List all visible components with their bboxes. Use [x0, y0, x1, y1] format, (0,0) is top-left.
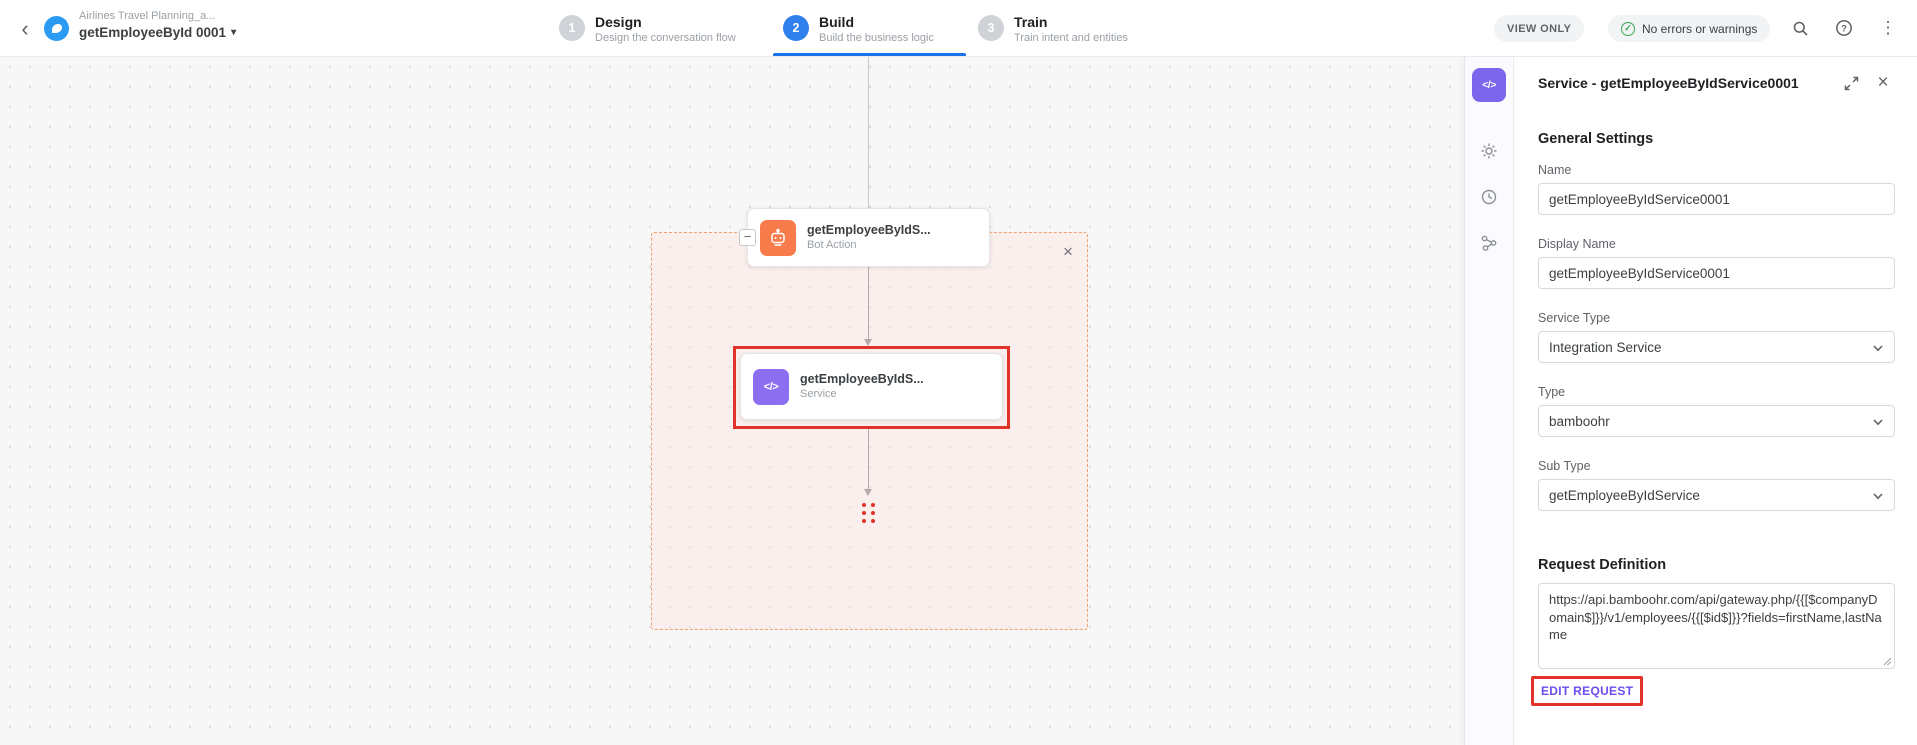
service-type-value: Integration Service — [1549, 339, 1662, 355]
gear-icon[interactable] — [1478, 140, 1500, 162]
service-code-icon: </> — [753, 368, 789, 405]
task-name: getEmployeeById 0001 — [79, 25, 227, 40]
check-icon: ✓ — [1621, 21, 1635, 36]
edit-request-link[interactable]: EDIT REQUEST — [1541, 684, 1634, 698]
sub-type-value: getEmployeeByIdService — [1549, 487, 1700, 503]
edit-request-highlight-annotation: EDIT REQUEST — [1531, 676, 1644, 706]
display-name-input[interactable] — [1538, 257, 1895, 289]
sub-type-label: Sub Type — [1538, 459, 1591, 473]
step-build-subtitle: Build the business logic — [819, 32, 934, 44]
expand-panel-icon[interactable] — [1839, 71, 1863, 95]
close-panel-icon[interactable]: × — [1877, 72, 1889, 93]
chevron-down-icon — [1873, 493, 1883, 500]
flow-canvas[interactable]: × getEmployeeByIdS... Bot Action − </> g… — [0, 57, 1464, 745]
service-type-label: Service Type — [1538, 311, 1611, 325]
bot-action-node-title: getEmployeeByIdS... — [807, 223, 931, 237]
step-train[interactable]: 3 Train Train intent and entities — [978, 0, 1128, 57]
bot-action-node-subtitle: Bot Action — [807, 239, 857, 251]
chevron-down-icon: ▾ — [231, 27, 237, 38]
step-design[interactable]: 1 Design Design the conversation flow — [559, 0, 736, 57]
drop-target-dots-icon[interactable] — [862, 503, 876, 524]
svg-text:?: ? — [1841, 23, 1847, 34]
request-url-text: https://api.bamboohr.com/api/gateway.php… — [1549, 592, 1882, 642]
step-build[interactable]: 2 Build Build the business logic — [783, 0, 934, 57]
service-node-subtitle: Service — [800, 388, 837, 400]
kebab-menu-icon[interactable]: ⋮ — [1879, 18, 1897, 37]
display-name-label: Display Name — [1538, 237, 1616, 251]
task-name-dropdown[interactable]: getEmployeeById 0001 ▾ — [79, 25, 236, 40]
back-button[interactable]: ‹ — [21, 16, 29, 41]
panel-icon-rail: </> — [1465, 57, 1514, 745]
name-label: Name — [1538, 163, 1572, 177]
step-train-number: 3 — [978, 15, 1004, 41]
service-type-select[interactable]: Integration Service — [1538, 331, 1895, 363]
status-text: No errors or warnings — [1642, 21, 1758, 36]
sub-type-select[interactable]: getEmployeeByIdService — [1538, 479, 1895, 511]
service-node[interactable]: </> getEmployeeByIdS... Service — [740, 353, 1003, 420]
chevron-down-icon — [1873, 345, 1883, 352]
general-settings-heading: General Settings — [1538, 131, 1654, 147]
collapse-group-button[interactable]: − — [739, 229, 756, 246]
bot-action-icon — [760, 219, 796, 256]
bot-action-node[interactable]: getEmployeeByIdS... Bot Action — [747, 208, 990, 267]
step-design-subtitle: Design the conversation flow — [595, 32, 736, 44]
type-select[interactable]: bamboohr — [1538, 405, 1895, 437]
request-definition-heading: Request Definition — [1538, 557, 1667, 573]
step-build-title: Build — [819, 14, 854, 30]
resize-handle[interactable] — [1883, 657, 1892, 666]
project-name: Airlines Travel Planning_a... — [79, 10, 216, 22]
connections-flow-icon[interactable] — [1478, 232, 1500, 254]
type-value: bamboohr — [1549, 413, 1610, 429]
panel-content: Service - getEmployeeByIdService0001 × G… — [1514, 57, 1917, 745]
search-icon[interactable] — [1786, 14, 1814, 42]
app-logo — [44, 16, 69, 41]
step-design-title: Design — [595, 14, 642, 30]
request-url-textarea[interactable]: https://api.bamboohr.com/api/gateway.php… — [1538, 583, 1895, 669]
type-label: Type — [1538, 385, 1566, 399]
bot-logo-icon — [51, 23, 62, 33]
step-build-number: 2 — [783, 15, 809, 41]
panel-header: Service - getEmployeeByIdService0001 × — [1538, 71, 1895, 95]
active-step-underline — [773, 53, 966, 56]
top-header: ‹ Airlines Travel Planning_a... getEmplo… — [0, 0, 1917, 57]
step-train-subtitle: Train intent and entities — [1014, 32, 1128, 44]
selected-group-region[interactable]: × — [651, 232, 1088, 630]
history-clock-icon[interactable] — [1478, 186, 1500, 208]
name-input[interactable] — [1538, 183, 1895, 215]
help-icon[interactable]: ? — [1830, 14, 1858, 42]
component-properties-icon[interactable]: </> — [1472, 68, 1506, 102]
view-only-badge: VIEW ONLY — [1494, 15, 1585, 42]
service-node-title: getEmployeeByIdS... — [800, 372, 924, 386]
status-badge[interactable]: ✓ No errors or warnings — [1608, 15, 1771, 42]
step-train-title: Train — [1014, 14, 1048, 30]
step-design-number: 1 — [559, 15, 585, 41]
panel-title: Service - getEmployeeByIdService0001 — [1538, 75, 1799, 91]
service-properties-panel: </> Service - getEmployeeByIdS — [1464, 57, 1917, 745]
connector-top — [868, 57, 869, 208]
group-close-icon[interactable]: × — [1063, 242, 1073, 261]
chevron-down-icon — [1873, 419, 1883, 426]
